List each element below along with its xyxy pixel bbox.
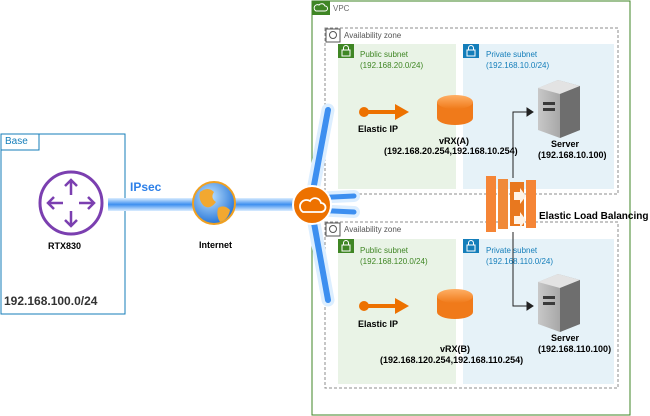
private-subnet-b-cidr: (192.168.110.0/24): [486, 257, 554, 266]
server-a-ip: (192.168.10.100): [538, 150, 607, 160]
vrx-a-icon: [437, 95, 473, 125]
vrx-b-icon: [437, 289, 473, 319]
internet-label: Internet: [199, 240, 233, 250]
server-b-ip: (192.168.110.100): [538, 344, 612, 354]
private-subnet-a-cidr: (192.168.10.0/24): [486, 61, 550, 70]
vpc-label: VPC: [333, 4, 350, 13]
vrx-a-name: vRX(A): [439, 136, 470, 146]
server-b-name: Server: [551, 333, 580, 343]
internet-globe-icon: [192, 181, 236, 225]
vrx-b-ips: (192.168.120.254,192.168.110.254): [380, 355, 524, 365]
elastic-ip-icon: [359, 298, 409, 314]
load-balancer-icon: [486, 176, 536, 232]
public-subnet-a-label: Public subnet: [360, 50, 409, 59]
server-a-icon: [538, 80, 580, 138]
server-b-icon: [538, 274, 580, 332]
zone-icon: [325, 222, 341, 237]
cloud-icon: [313, 3, 328, 12]
elastic-ip-icon: [359, 104, 409, 120]
zone-a-label: Availability zone: [344, 31, 402, 40]
elb-label: Elastic Load Balancing: [539, 211, 649, 222]
base-group: [0, 133, 126, 315]
vrx-b-name: vRX(B): [440, 344, 471, 354]
base-network: 192.168.100.0/24: [4, 294, 98, 308]
router-name: RTX830: [48, 241, 82, 251]
zone-b-label: Availability zone: [344, 225, 402, 234]
elastic-ip-b-label: Elastic IP: [358, 319, 399, 329]
elastic-ip-a-label: Elastic IP: [358, 124, 399, 134]
vrx-a-ips: (192.168.20.254,192.168.10.254): [384, 146, 518, 156]
public-subnet-b-cidr: (192.168.120.0/24): [360, 257, 428, 266]
base-label: Base: [5, 136, 28, 147]
public-subnet-b-label: Public subnet: [360, 246, 409, 255]
private-subnet-a-label: Private subnet: [486, 50, 538, 59]
private-subnet-b-label: Private subnet: [486, 246, 538, 255]
ipsec-label: IPsec: [130, 180, 162, 194]
elb-connectors: [512, 107, 534, 311]
vpn-gateway-icon: [292, 185, 332, 225]
public-subnet-a-cidr: (192.168.20.0/24): [360, 61, 424, 70]
server-a-name: Server: [551, 139, 580, 149]
router-icon: [38, 170, 104, 236]
zone-icon: [325, 28, 341, 43]
